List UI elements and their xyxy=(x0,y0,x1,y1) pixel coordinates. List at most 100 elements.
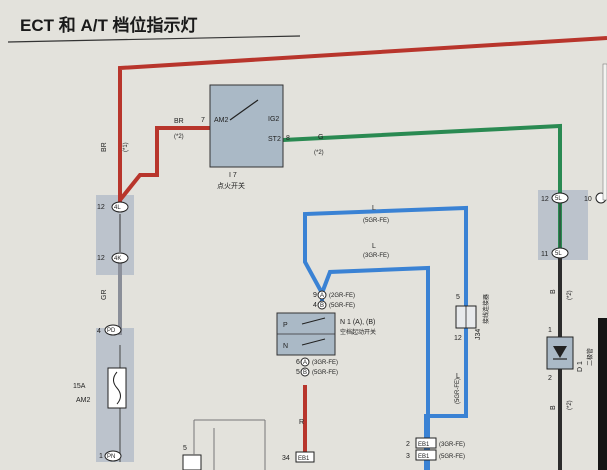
pin-9-conn: A xyxy=(320,293,324,299)
ignition-switch-box xyxy=(209,84,284,168)
fuse-rating: 15A xyxy=(73,383,86,390)
j34-name: 接线连接器 xyxy=(482,294,490,324)
switch-n-contact xyxy=(301,338,326,346)
wire-label-b-1: B xyxy=(550,289,557,294)
connector-eb1-right-3-note: (5GR-FE) xyxy=(439,454,465,460)
wire-note-l-1: (5GR-FE) xyxy=(363,218,389,224)
wire-note-l-3: (5GR-FE) xyxy=(455,378,461,404)
pin-am2-label: AM2 xyxy=(214,117,229,124)
connector-eb1-right-3 xyxy=(415,449,437,461)
fuse-name: AM2 xyxy=(76,397,91,404)
wire-note-2b: (*2) xyxy=(314,150,324,156)
wire-br-am2 xyxy=(118,126,210,202)
pin-8-label: 8 xyxy=(286,135,290,142)
pin-4-conn: B xyxy=(320,303,324,309)
connector-eb1-right-2-note: (3GR-FE) xyxy=(439,442,465,448)
pin-7-label: 7 xyxy=(201,117,205,124)
connector-4k-label: 4K xyxy=(114,256,121,262)
connector-bottom-5 xyxy=(182,454,202,470)
diode-pin2: 2 xyxy=(548,375,552,382)
pin-9-circle xyxy=(317,290,327,300)
wire-label-l-3: L xyxy=(456,373,460,380)
wire-note-1: (*1) xyxy=(123,142,129,152)
wire-note-b-1: (*2) xyxy=(567,290,573,300)
pin-ig2-label: IG2 xyxy=(268,116,279,123)
diode-name: 二极管 xyxy=(586,348,594,366)
diode-pin1: 1 xyxy=(548,327,552,334)
switch-contact xyxy=(229,99,259,121)
switch-p-label: P xyxy=(283,322,288,329)
wire-label-g: G xyxy=(318,134,323,141)
connector-4l-label: 4L xyxy=(114,205,121,211)
diagram-title: ECT 和 A/T 档位指示灯 xyxy=(20,15,198,35)
fuse-symbol xyxy=(113,371,121,405)
wire-note-l-2: (3GR-FE) xyxy=(363,253,389,259)
diode-id: D 1 xyxy=(577,361,584,372)
connector-4l-pin: 12 xyxy=(97,204,105,211)
pin-5b-conn: B xyxy=(303,370,307,376)
title-underline xyxy=(7,35,301,43)
pin-5b-note: (5GR-FE) xyxy=(312,370,338,376)
pin-6a-conn: A xyxy=(303,360,307,366)
connector-4k-pin: 12 xyxy=(97,255,105,262)
pin-9-note: (2GR-FE) xyxy=(329,293,355,299)
connector-4l xyxy=(111,201,129,213)
connector-eb1-right-2 xyxy=(415,437,437,449)
switch-p-contact xyxy=(301,317,326,325)
ignition-id: I 7 xyxy=(229,172,237,179)
connector-eb1-left xyxy=(295,451,315,463)
wire-label-br: BR xyxy=(174,118,184,125)
wire-note-2a: (*2) xyxy=(174,134,184,140)
ignition-name: 点火开关 xyxy=(217,181,245,190)
connector-eb1-left-label: EB1 xyxy=(298,456,310,462)
j34-id: J34 xyxy=(475,329,482,340)
switch-n-label: N xyxy=(283,343,288,350)
pin-st2-label: ST2 xyxy=(268,136,281,143)
pin-6a-circle xyxy=(300,357,310,367)
switch-name: 空档起动开关 xyxy=(340,328,376,336)
connector-pn-label: PN xyxy=(107,454,115,460)
wire-note-b-2: (*2) xyxy=(567,400,573,410)
wire-label-r: R xyxy=(299,419,304,426)
pin-6a-num: 6 xyxy=(296,359,300,366)
wire-l-3gr xyxy=(320,265,430,470)
connector-eb1-right-3-label: EB1 xyxy=(418,454,430,460)
connector-eb1-left-pin: 34 xyxy=(282,455,290,462)
connector-5l-top xyxy=(551,192,569,204)
connector-5l-bottom-pin: 11 xyxy=(541,251,548,258)
connector-pn-pin: 1 xyxy=(99,453,103,460)
switch-id: N 1 (A), (B) xyxy=(340,319,375,326)
pin-6a-note: (3GR-FE) xyxy=(312,360,338,366)
connector-5l-top-label: 5L xyxy=(555,196,562,202)
wire-label-br-vertical: BR xyxy=(101,142,108,152)
diode-symbol xyxy=(553,346,567,358)
j34-pin12: 12 xyxy=(454,335,462,342)
connector-5l-top-pin: 12 xyxy=(541,196,549,203)
connector-5l-bottom-label: 5L xyxy=(555,251,562,257)
wire-label-b-2: B xyxy=(550,405,557,410)
pin-4-circle xyxy=(317,300,327,310)
connector-pd-label: PD xyxy=(107,328,116,334)
connector-bottom-5-pin: 5 xyxy=(183,445,187,452)
connector-4k xyxy=(111,252,129,264)
right-edge-box xyxy=(602,63,607,201)
right-edge-component xyxy=(598,318,607,470)
connector-pd-pin: 4 xyxy=(97,328,101,335)
wire-label-gr: GR xyxy=(101,290,108,301)
wire-br-top xyxy=(118,36,607,212)
pin-5b-num: 5 xyxy=(296,369,300,376)
connector-eb1-right-3-pin: 3 xyxy=(406,453,410,460)
connector-pn xyxy=(104,450,122,462)
pin-4-note: (5GR-FE) xyxy=(329,303,355,309)
pin-9-num: 9 xyxy=(313,292,317,299)
j34-pin5: 5 xyxy=(456,294,460,301)
connector-eb1-right-2-label: EB1 xyxy=(418,442,430,448)
pin-5b-circle xyxy=(300,367,310,377)
connector-eb1-right-2-pin: 2 xyxy=(406,441,410,448)
pin-4-num: 4 xyxy=(313,302,317,309)
wire-label-l-2: L xyxy=(372,243,376,250)
wire-label-l-1: L xyxy=(372,205,376,212)
connector-pd xyxy=(104,324,122,336)
